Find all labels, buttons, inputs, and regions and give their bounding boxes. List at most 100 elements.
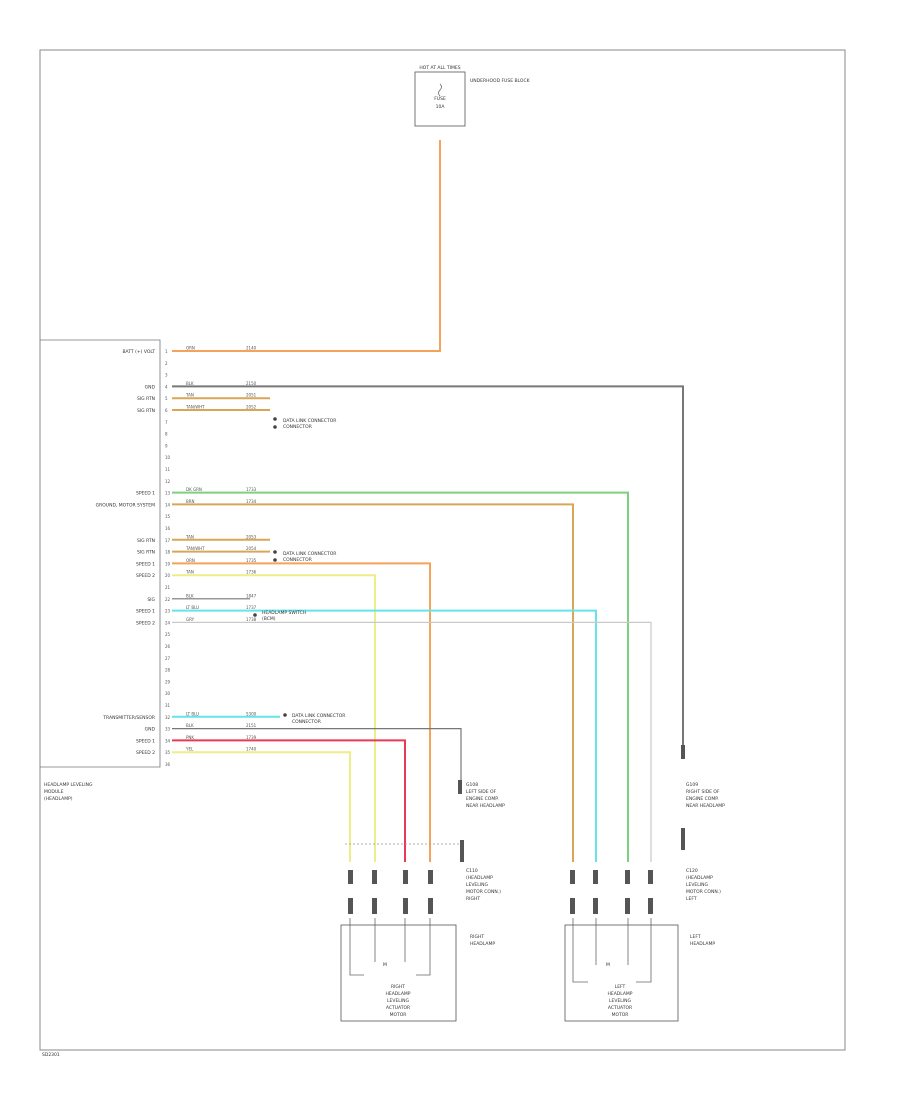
motor-right-line-5: MOTOR <box>612 1012 629 1018</box>
pin-label-34: SPEED 1 <box>136 738 155 744</box>
pin-number-25: 25 <box>165 632 171 637</box>
fuse-symbol <box>438 83 442 97</box>
pin-number-6: 6 <box>165 408 168 413</box>
pin-label-35: SPEED 2 <box>136 750 155 756</box>
wire-color-33: BLK <box>186 723 194 728</box>
tap-2: DATA LINK CONNECTOR CONNECTOR <box>273 550 336 563</box>
wire-color-34: PNK <box>186 735 194 740</box>
motor-left-line-4: ACTUATOR <box>386 1005 410 1011</box>
tap-4-sublabel: CONNECTOR <box>292 719 321 725</box>
tap-1-label: DATA LINK CONNECTOR <box>283 418 336 424</box>
wire-circuit-6: 2052 <box>246 405 257 410</box>
pin-number-31: 31 <box>165 703 171 708</box>
motor-left-assembly: M C110 (HEADLAMP LEVELING MOTOR CONN.) R… <box>340 840 501 1022</box>
pin-number-14: 14 <box>165 502 171 507</box>
ground-left-id: G108 <box>466 782 478 788</box>
pin-number-17: 17 <box>165 538 171 543</box>
motor-left-connector-pins <box>348 870 433 914</box>
wire-pin-14 <box>172 503 574 862</box>
pin-number-21: 21 <box>165 585 171 590</box>
wire-pin-13 <box>172 491 629 862</box>
pin-label-32: TRANSMITTER/SENSOR <box>102 715 155 721</box>
wire-circuit-4: 2150 <box>246 381 257 386</box>
pin-number-33: 33 <box>165 727 171 732</box>
wire-pin-35 <box>172 751 351 862</box>
pin-number-26: 26 <box>165 644 171 649</box>
pin-number-10: 10 <box>165 455 171 460</box>
wire-circuit-22: 1847 <box>246 593 257 598</box>
wire-pin-20 <box>172 574 376 862</box>
wire-circuit-17: 2053 <box>246 534 257 539</box>
pin-label-22: SIG <box>147 597 155 603</box>
motor-left-line-2: HEADLAMP <box>385 991 410 997</box>
wire-color-18: TAN/WHT <box>185 546 205 551</box>
wire-circuit-13: 1733 <box>246 487 257 492</box>
tap-4-label: DATA LINK CONNECTOR <box>292 713 345 719</box>
connector-right-line-4: MOTOR CONN.) <box>686 889 721 895</box>
pin-number-16: 16 <box>165 526 171 531</box>
pin-label-24: SPEED 2 <box>136 620 155 626</box>
connector-right-line-5: LEFT <box>686 896 697 902</box>
motor-left-line-3: LEVELING <box>387 998 409 1004</box>
wire-circuit-14: 1734 <box>246 499 257 504</box>
pin-number-18: 18 <box>165 550 171 555</box>
pin-number-1: 1 <box>165 349 168 354</box>
wire-color-6: TAN/WHT <box>185 405 205 410</box>
wire-circuit-5: 2051 <box>246 393 257 398</box>
fuse-block: HOT AT ALL TIMES FUSE 10A UNDERHOOD FUSE… <box>414 65 531 127</box>
headlamp-switch-label: HEADLAMP SWITCH <box>262 610 306 616</box>
pin-label-6: SIG RTN <box>137 408 155 414</box>
connector-right-line-3: LEVELING <box>686 882 708 888</box>
ground-left-line-1: LEFT SIDE OF <box>466 789 497 795</box>
ground-right-line-2: ENGINE COMP. <box>686 796 719 802</box>
wire-pin-4 <box>172 385 684 745</box>
pin-number-32: 32 <box>165 715 171 720</box>
motor-right-symbol: M <box>606 962 610 968</box>
motor-right-line-2: HEADLAMP <box>607 991 632 997</box>
motor-right-body <box>564 924 679 1022</box>
wire-color-20: TAN <box>185 570 194 575</box>
tap-2-sublabel: CONNECTOR <box>283 557 312 563</box>
tap-1: DATA LINK CONNECTOR CONNECTOR <box>273 417 336 430</box>
wire-pin-34 <box>172 739 406 862</box>
module-caption-3: (HEADLAMP) <box>44 796 73 802</box>
lamp-right-line-2: HEADLAMP <box>690 941 715 947</box>
wire-circuit-24: 1738 <box>246 617 257 622</box>
wire-pin-23 <box>172 609 597 862</box>
wire-circuit-33: 2151 <box>246 723 257 728</box>
lamp-right-line-1: LEFT <box>690 934 701 940</box>
wire-circuit-34: 1739 <box>246 735 257 740</box>
connector-right-line-2: (HEADLAMP <box>686 875 713 881</box>
wire-circuit-32: 5300 <box>246 711 257 716</box>
motor-left-symbol: M <box>383 962 387 968</box>
pin-label-14: GROUND, MOTOR SYSTEM <box>96 502 155 508</box>
wire-pin-19 <box>172 562 431 862</box>
pin-number-19: 19 <box>165 561 171 566</box>
wires <box>172 140 684 862</box>
wire-pin-1 <box>172 140 441 352</box>
ground-right-line-3: NEAR HEADLAMP <box>686 803 725 809</box>
pin-label-23: SPEED 1 <box>136 609 155 615</box>
ground-right: G109 RIGHT SIDE OF ENGINE COMP. NEAR HEA… <box>681 745 725 809</box>
pin-label-13: SPEED 1 <box>136 491 155 497</box>
wire-color-13: DK GRN <box>186 487 202 492</box>
wire-color-24: GRY <box>186 617 195 622</box>
wire-circuit-1: 2140 <box>246 346 257 351</box>
pin-number-29: 29 <box>165 679 171 684</box>
pin-label-33: GND <box>145 727 156 733</box>
headlamp-leveling-module: HEADLAMP LEVELING MODULE (HEADLAMP) <box>40 339 161 802</box>
motor-right-line-3: LEVELING <box>609 998 631 1004</box>
module-caption-1: HEADLAMP LEVELING <box>44 782 93 788</box>
diagram-frame <box>39 49 846 1051</box>
pin-label-20: SPEED 2 <box>136 573 155 579</box>
wire-color-19: ORN <box>186 558 195 563</box>
pin-label-5: SIG RTN <box>137 396 155 402</box>
pin-number-5: 5 <box>165 396 168 401</box>
wire-color-14: BRN <box>186 499 195 504</box>
pin-number-9: 9 <box>165 443 168 448</box>
pin-number-35: 35 <box>165 750 171 755</box>
headlamp-switch-sublabel: (BCM) <box>262 616 276 622</box>
ground-left-line-2: ENGINE COMP. <box>466 796 499 802</box>
wire-pin-24 <box>172 621 652 862</box>
